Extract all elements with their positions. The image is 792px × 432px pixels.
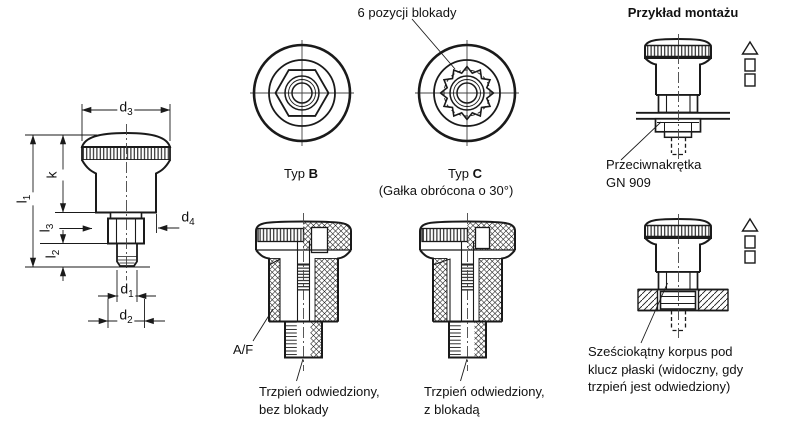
- plate-left: [637, 288, 659, 312]
- hexbody-leader: [640, 282, 668, 344]
- dim-label-l3: l3: [36, 221, 60, 235]
- hex-body: [657, 94, 699, 114]
- type-c-note: (Gałka obrócona o 30°): [378, 183, 514, 198]
- mounting-heading: Przykład montażu: [627, 5, 739, 20]
- latch-slot: [474, 226, 491, 250]
- hexbody-note: Sześciokątny korpus pod klucz płaski (wi…: [588, 343, 743, 396]
- section-view-typ-b: [252, 213, 352, 382]
- counternut-label: Przeciwnakrętka GN 909: [606, 156, 701, 191]
- counternut-label-line1: Przeciwnakrętka: [606, 157, 702, 172]
- af-leader: [252, 308, 274, 342]
- hexbody-note-line2: klucz płaski (widoczny, gdy: [588, 361, 744, 377]
- plate-right: [697, 288, 729, 312]
- lock-positions-callout: 6 pozycji blokady: [357, 5, 457, 20]
- square-symbol-icon: [744, 58, 756, 72]
- type-b-label: Typ B: [284, 166, 318, 181]
- af-label: A/F: [233, 342, 254, 357]
- knob-body: [81, 159, 171, 214]
- dim-label-l1: l1: [13, 192, 37, 206]
- retracted-pin-hidden: [670, 137, 687, 156]
- counternut-label-line2: GN 909: [606, 174, 651, 190]
- dim-label-l2: l2: [42, 247, 66, 261]
- square-symbol-icon: [744, 250, 756, 264]
- caption-typ-b-line1: Trzpień odwiedziony,: [259, 384, 380, 399]
- top-view-typ-c: [411, 18, 519, 146]
- counternut-leader: [620, 121, 662, 161]
- reference-symbols-bottom: [741, 217, 759, 264]
- caption-leader: [460, 358, 468, 382]
- latch-slot: [310, 226, 329, 254]
- caption-typ-c-line1: Trzpień odwiedziony,: [424, 384, 545, 399]
- triangle-symbol-icon: [741, 40, 759, 55]
- hex-outline: [274, 69, 330, 117]
- counter-nut: [654, 117, 702, 133]
- hexbody-note-line1: Sześciokątny korpus pod: [588, 344, 733, 359]
- knob-cap-dome: [80, 131, 172, 148]
- knob-knurl-band: [81, 146, 171, 161]
- caption-typ-c-line2: z blokadą: [424, 401, 480, 417]
- caption-typ-c: Trzpień odwiedziony, z blokadą: [424, 383, 545, 418]
- triangle-symbol-icon: [741, 217, 759, 232]
- caption-leader: [296, 358, 304, 382]
- dim-label-d3: d3: [117, 98, 135, 122]
- hex-body: [657, 271, 699, 291]
- side-view-drawing: [80, 124, 172, 290]
- section-view-typ-c: [419, 213, 516, 382]
- square-symbol-icon: [744, 235, 756, 249]
- mounting-example-thick-plate: [637, 214, 729, 344]
- dim-label-d4: d4: [179, 208, 197, 232]
- lobed-lock-profile: [439, 65, 495, 121]
- top-view-typ-b: [250, 40, 354, 146]
- type-c-label: Typ C: [448, 166, 482, 181]
- hexbody-note-line3: trzpień jest odwiedziony): [588, 379, 731, 394]
- retracted-pin-hidden: [670, 310, 687, 332]
- callout-leader: [411, 18, 456, 70]
- caption-typ-b: Trzpień odwiedziony, bez blokady: [259, 383, 380, 418]
- dim-label-k: k: [43, 169, 67, 181]
- hex-body: [107, 217, 145, 245]
- hex-body-in-hole: [659, 290, 697, 310]
- dim-label-d1: d1: [118, 280, 136, 304]
- mounting-example-counternut: [620, 34, 730, 161]
- dim-label-d2: d2: [117, 306, 135, 330]
- caption-typ-b-line2: bez blokady: [259, 401, 329, 417]
- thin-plate: [636, 111, 730, 120]
- reference-symbols-top: [741, 40, 759, 87]
- square-symbol-icon: [744, 73, 756, 87]
